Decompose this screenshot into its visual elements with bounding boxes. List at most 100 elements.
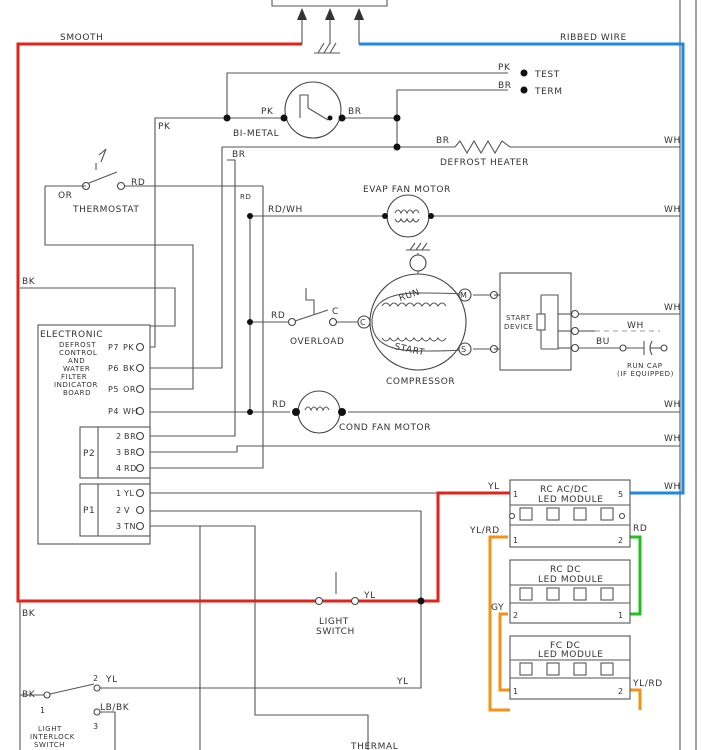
test-label: TEST [534,70,560,80]
p1-pin1-wire: YL [123,489,135,498]
p6-pin: P6 [108,364,119,373]
compressor-s-pin: S [461,345,467,354]
interlock-pin3: 3 [93,722,99,731]
heater-wh: WH [664,136,681,146]
blue-wire-ribbed [359,42,685,495]
interlock-line2: INTERLOCK [30,733,75,741]
compressor-m-pin: M [460,291,468,300]
led-module-1-pin-left: 1 [513,490,519,499]
led-module-1-line2: LED MODULE [538,495,604,505]
interlock-line3: SWITCH [34,741,65,749]
led-rd-label: RD [633,524,647,534]
term-wire-label: BR [498,81,512,91]
start-device-line1: START [506,314,531,322]
bk-wire-label-lower: BK [22,609,36,619]
led-module-2-line1: RC DC [550,565,581,575]
term-label: TERM [534,87,563,97]
board-sub-6: INDICATOR [54,381,98,389]
evap-wh: WH [664,205,681,215]
p1-pin1: 1 [116,489,122,498]
cond-wh: WH [664,400,681,410]
thermostat-label: THERMOSTAT [72,205,140,215]
p4-pin: P4 [108,407,119,416]
thermostat-rd: RD [131,178,145,188]
orange-wire-lower [498,612,510,692]
bimetal-switch [223,69,528,151]
p7-wire: PK [123,343,134,352]
start-device [494,272,580,371]
compressor-wh2: WH [627,321,644,331]
board-sub-4: WATER [63,365,90,373]
p2-pin4-wire: RD [124,464,137,473]
bimetal-pk: PK [261,107,274,117]
defrost-heater-coil [454,139,511,155]
board-sub-2: CONTROL [59,349,97,357]
heater-br: BR [436,136,450,146]
led-module-3-line2: LED MODULE [538,650,604,660]
board-title: ELECTRONIC [40,330,103,340]
evap-fan-motor [247,194,434,238]
run-cap [619,340,668,356]
board-sub-5: FILTER [61,373,87,381]
bimetal-label: BI-METAL [233,129,279,139]
overload-label: OVERLOAD [290,337,345,347]
compressor-label: COMPRESSOR [386,377,455,387]
led-module-1-line1: RC AC/DC [540,485,588,495]
led-module-3-pin-right: 2 [618,687,624,696]
compressor-c-pin: C [360,318,366,327]
led-module-1-pin-right: 5 [618,490,624,499]
led-wh-label: WH [664,482,681,492]
board-sub-7: BOARD [63,389,91,397]
board-sub-1: DEFROST [59,341,96,349]
gray-wires [19,0,697,750]
compressor-bu: BU [596,337,610,347]
led-module-1-pin-bl: 1 [513,536,519,545]
light-switch [314,572,425,606]
p2-label: P2 [83,449,95,459]
p1-label: P1 [83,506,95,516]
interlock-pin1: 1 [40,706,46,715]
interlock-yl: YL [105,675,118,685]
light-switch-line2: SWITCH [316,627,355,637]
defrost-heater-label: DEFROST HEATER [440,158,529,168]
led-module-2-pin-left: 2 [513,611,519,620]
cond-rd: RD [272,400,286,410]
green-wire [622,535,642,616]
p1-pin2: 2 [116,506,122,515]
p7-pin: P7 [108,343,119,352]
p2-pin3-wire: BR [124,448,136,457]
p2-pin2: 2 [116,432,122,441]
led-module-rc-dc [509,559,631,624]
p2-pin4: 4 [116,464,122,473]
bimetal-br: BR [348,107,362,117]
led-yl-label: YL [487,482,500,492]
p2-wh: WH [664,434,681,444]
p1-pin2-wire: V [124,506,130,515]
p5-pin: P5 [108,385,119,394]
light-switch-line1: LIGHT [319,617,349,627]
evap-fan-label: EVAP FAN MOTOR [363,185,451,195]
smooth-label: SMOOTH [60,33,104,43]
thermostat-or: OR [58,191,73,201]
start-device-line2: DEVICE [504,323,534,331]
interlock-pin2: 2 [93,674,99,683]
overload-switch [247,288,338,327]
light-switch-yl: YL [363,591,376,601]
cond-fan-label: COND FAN MOTOR [339,423,431,433]
p5-wire: OR [123,385,136,394]
led-module-2-line2: LED MODULE [538,575,604,585]
orange-wire-upper [488,535,510,712]
run-cap-line1: RUN CAP [627,362,663,370]
light-interlock-switch [43,683,101,716]
test-wire-label: PK [498,63,511,73]
cond-fan-motor [247,390,346,434]
defrost-control-board [37,324,151,545]
p1-pin3-wire: TN [123,522,136,531]
board-pin-labels: P7 PK P6 BK P5 OR P4 WH P2 2 BR 3 BR 4 R… [83,343,138,531]
led-module-fc-dc [509,635,631,700]
power-plug [271,0,388,54]
thermal-label: THERMAL [350,742,398,750]
interlock-bk: BK [22,690,36,700]
led-module-2-pin-right: 1 [618,611,624,620]
